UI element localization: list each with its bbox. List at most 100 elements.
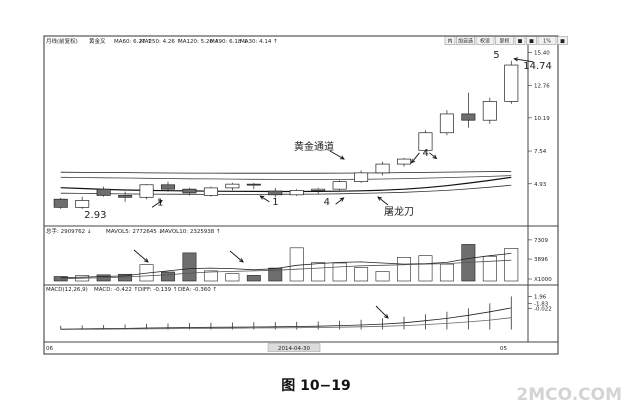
volume-bar-20 <box>482 255 497 282</box>
candle-body-20 <box>482 101 497 121</box>
toolbar-button-3[interactable] <box>495 36 514 45</box>
candle-body-18 <box>439 113 454 134</box>
volume-bar-7 <box>203 270 218 282</box>
macd-line-dea <box>60 317 512 330</box>
candlesticks <box>53 60 519 209</box>
toolbar-button-7[interactable] <box>557 36 568 45</box>
candle-body-11 <box>289 190 304 196</box>
annotation-arrow-1b-head <box>259 195 265 200</box>
annotation-arrow-1b <box>260 195 270 203</box>
macd-tick-label-0: 1.96 <box>534 294 547 300</box>
chart-toolbar[interactable]: 内加自选权设复权■■1%■ <box>444 36 568 45</box>
price-tick-label-1: 12.76 <box>534 84 550 90</box>
candle-body-19 <box>461 113 476 121</box>
volume-bar-9 <box>246 275 261 282</box>
toolbar-button-0[interactable] <box>444 36 456 45</box>
annotation-arrow-dragon-blade <box>377 196 389 206</box>
volume-arrow-1 <box>133 249 149 263</box>
annotation-arrow-golden-channel-head <box>339 155 345 160</box>
annotation-arrow-4a-head <box>339 197 345 202</box>
volume-bar-16 <box>397 257 411 282</box>
volume-bar-8 <box>225 273 240 282</box>
ma-line-3 <box>60 184 512 195</box>
candle-body-16 <box>396 158 412 165</box>
toolbar-button-label-2: 权设 <box>480 38 490 45</box>
macd-value-label: MACD: -0.422 ↑ <box>94 286 138 293</box>
ma-label-1: MA250: 4.26 ↑ <box>140 38 181 45</box>
toolbar-button-2[interactable] <box>475 36 495 45</box>
volume-bar-17 <box>418 255 433 282</box>
volume-ma10-label: MAVOL10: 2325938 ↑ <box>160 228 221 235</box>
toolbar-button-5[interactable] <box>526 36 537 45</box>
candle-body-6 <box>182 188 197 194</box>
toolbar-button-4[interactable] <box>514 36 526 45</box>
macd-tick-label-1: -1.83 <box>534 301 549 307</box>
macd-arrow-head <box>384 314 389 319</box>
macd-arrow <box>375 305 389 319</box>
volume-bar-21 <box>504 248 519 282</box>
price-tick-label-4: 4.93 <box>534 182 547 188</box>
volume-bar-6 <box>182 252 197 282</box>
ma-legend: MA60: 6.27 ↑MA250: 4.26 ↑MA120: 5.20 ↑MA… <box>114 38 278 45</box>
annotation-wave-4a: 4 <box>324 197 330 208</box>
volume-bar-10 <box>268 267 283 282</box>
ma-line-0 <box>60 171 512 174</box>
candle-body-3 <box>118 195 133 198</box>
annotation-wave-4b: 4 <box>422 148 428 159</box>
volume-tick-label-2: X1000 <box>534 277 552 283</box>
annotation-arrow-golden-channel <box>329 150 345 160</box>
ma-line-2 <box>60 176 512 193</box>
toolbar-button-1[interactable] <box>456 36 475 45</box>
annotation-arrow-4b-right-head <box>432 154 438 160</box>
toolbar-button-label-7: ■ <box>560 39 565 45</box>
volume-ma5-label: MAVOL5: 2772645 ↓ <box>106 228 163 235</box>
volume-bar-14 <box>354 267 369 282</box>
price-tick-label-2: 10.19 <box>534 116 550 122</box>
volume-bar-11 <box>289 247 304 282</box>
volume-ma-line-1 <box>60 259 512 280</box>
toolbar-button-label-4: ■ <box>518 39 523 45</box>
annotation-arrow-high-head <box>513 57 519 62</box>
ma-label-2: MA120: 5.20 ↑ <box>178 38 219 45</box>
moving-average-lines <box>60 171 512 195</box>
volume-bar-15 <box>375 271 390 282</box>
candle-body-2 <box>96 188 111 196</box>
annotation-wave-5: 5 <box>493 50 499 61</box>
toolbar-button-label-6: 1% <box>543 39 551 45</box>
annotation-high-price: 14.74 <box>523 61 552 72</box>
candle-body-4 <box>139 184 154 198</box>
volume-ma-line-0 <box>60 253 512 278</box>
candle-body-10 <box>268 190 283 196</box>
annotation-wave-1b: 1 <box>272 197 278 208</box>
candle-body-5 <box>160 184 176 190</box>
price-tick-label-0: 15.40 <box>534 51 550 57</box>
macd-lines <box>60 307 512 330</box>
candle-body-1 <box>75 200 90 208</box>
chart-subtitle: 黄金叉 <box>89 37 106 45</box>
ma-label-3: MA90: 6.18 ↓ <box>210 38 248 45</box>
volume-bar-12 <box>311 262 326 282</box>
time-cursor-box <box>267 343 321 352</box>
annotation-arrow-4a <box>335 197 344 205</box>
time-label-end: 05 <box>500 346 507 352</box>
watermark: 2MCO.COM <box>516 385 622 405</box>
ma-label-4: MA30: 4.14 ↑ <box>240 38 278 45</box>
macd-tick-label-2: -0.022 <box>534 306 552 312</box>
candle-body-17 <box>418 132 433 151</box>
candle-body-13 <box>332 181 347 190</box>
annotation-arrow-4b-left-head <box>410 158 416 164</box>
candle-body-9 <box>246 183 261 186</box>
macd-diff-label: DIFF: -0.139 ↑ <box>138 286 177 293</box>
volume-bar-13 <box>332 262 347 282</box>
toolbar-button-6[interactable] <box>537 36 557 45</box>
annotation-arrow-4b-right <box>429 152 437 159</box>
volume-bar-5 <box>161 271 175 282</box>
volume-ma-lines <box>60 253 512 280</box>
time-label-cursor: 2014-04-30 <box>278 346 310 352</box>
volume-tick-label-1: 3896 <box>534 257 548 263</box>
toolbar-button-label-3: 复权 <box>499 38 509 45</box>
toolbar-button-label-0: 内 <box>447 38 452 45</box>
